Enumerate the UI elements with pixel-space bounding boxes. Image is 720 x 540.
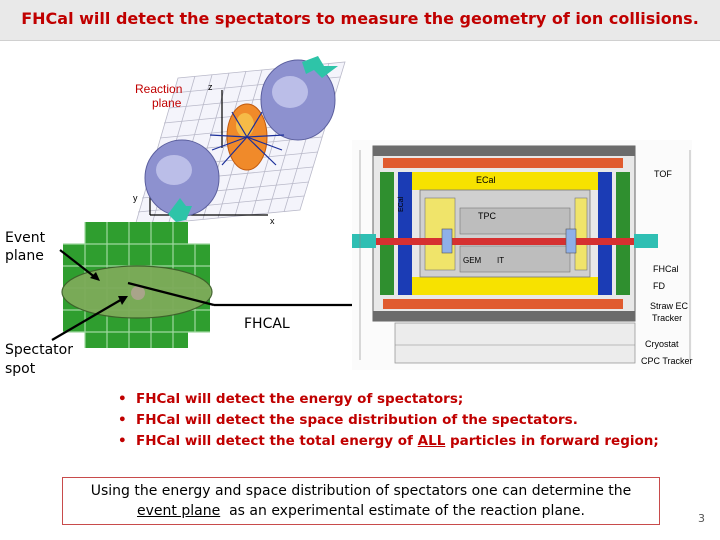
bullet-dot: • [118, 433, 127, 449]
fhcal-label: FHCAL [244, 316, 290, 332]
title-bar: FHCal will detect the spectators to meas… [0, 0, 720, 41]
axis-z-label: z [208, 82, 213, 92]
conclusion-line-2: event plane as an experimental estimate … [63, 501, 659, 521]
reaction-plane-label: plane [152, 96, 182, 110]
conclusion-line-1: Using the energy and space distribution … [90, 483, 632, 499]
det-label-tof: TOF [654, 169, 672, 179]
axis-y-label: y [133, 193, 138, 203]
bullet-dot: • [118, 412, 127, 428]
reaction-label: Reaction [135, 82, 182, 96]
event-plane-label: plane [5, 248, 44, 264]
det-label-tracker: Tracker [652, 313, 682, 323]
detector-cross-section: TOF ECal ECal TPC GEM IT FHCal FD Straw … [352, 140, 693, 370]
beam-arrow-upper [302, 56, 338, 78]
det-label-ecal-top: ECal [476, 175, 496, 185]
bullet-text-pre: FHCal will detect the total energy of [136, 433, 418, 449]
bullet-item: • FHCal will detect the space distributio… [118, 410, 659, 431]
conclusion-line-2-rest: as an experimental estimate of the react… [220, 503, 585, 519]
det-label-it: IT [497, 256, 504, 265]
page-number: 3 [698, 512, 705, 525]
event-label: Event [5, 230, 46, 246]
bullet-item: • FHCal will detect the energy of spectat… [118, 389, 659, 410]
det-label-straw-ec: Straw EC [650, 301, 689, 311]
bullet-text-post: particles in forward region; [445, 433, 659, 449]
spectator-spot [131, 286, 145, 300]
bullet-text-underlined: ALL [417, 433, 446, 449]
beam-arrow-lower [168, 198, 192, 222]
spot-label: spot [5, 361, 36, 377]
det-label-fd: FD [653, 281, 665, 291]
bullet-text: FHCal will detect the energy of spectato… [136, 391, 464, 407]
det-label-fhcal: FHCal [653, 264, 679, 274]
det-label-ecal-side: ECal [398, 196, 405, 212]
axis-x-label: x [270, 216, 275, 226]
bullet-item: • FHCal will detect the total energy of A… [118, 431, 659, 452]
spectator-label: Spectator [5, 342, 73, 358]
det-label-cpc-tracker: CPC Tracker [641, 356, 693, 366]
bullet-list: • FHCal will detect the energy of spectat… [118, 389, 659, 452]
conclusion-box: Using the energy and space distribution … [62, 477, 660, 525]
bullet-text: FHCal will detect the space distribution… [136, 412, 578, 428]
conclusion-underlined: event plane [137, 503, 221, 519]
det-label-gem: GEM [463, 256, 482, 265]
bullet-dot: • [118, 391, 127, 407]
emission-arrows [209, 111, 285, 166]
det-label-cryostat: Cryostat [645, 339, 679, 349]
det-label-tpc: TPC [478, 211, 497, 221]
slide-title: FHCal will detect the spectators to meas… [21, 9, 699, 28]
